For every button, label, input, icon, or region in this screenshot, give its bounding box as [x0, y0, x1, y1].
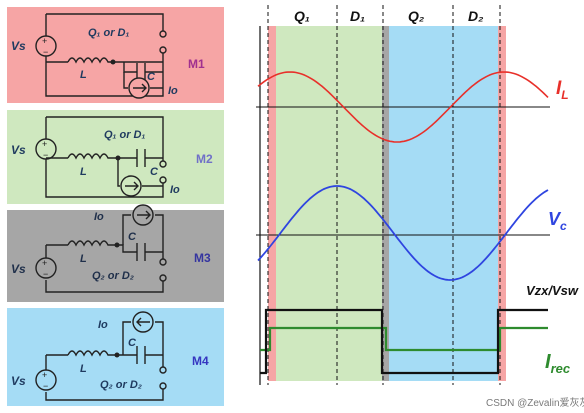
- il-trace: [257, 71, 549, 143]
- waveform-panel: Q₁ D₁ Q₂ D₂ IL Vc Vzx/Vsw Irec: [256, 5, 579, 385]
- io-label: Io: [94, 211, 104, 223]
- vzx-label: Vzx/Vsw: [526, 283, 579, 298]
- io-label: Io: [170, 184, 180, 196]
- svg-text:+: +: [42, 36, 47, 46]
- io-label: Io: [168, 85, 178, 97]
- inductor-label: L: [80, 69, 87, 81]
- svg-text:−: −: [43, 47, 48, 57]
- panel-bg: [7, 210, 224, 302]
- inductor-label: L: [80, 253, 87, 265]
- capacitor-label: C: [128, 231, 137, 243]
- svg-text:+: +: [42, 370, 47, 380]
- vc-label: Vc: [548, 209, 567, 233]
- vzx-trace: [260, 308, 548, 375]
- capacitor-label: C: [147, 71, 156, 83]
- mode-label: M1: [188, 57, 205, 71]
- band-edge-left: [268, 26, 276, 381]
- switch-label: Q₁ or D₁: [104, 129, 145, 141]
- panel-bg: [7, 7, 224, 103]
- watermark: CSDN @Zevalin爱灰灰: [486, 396, 584, 409]
- interval-label-q2: Q₂: [408, 8, 424, 24]
- svg-text:−: −: [43, 381, 48, 391]
- mode-label: M4: [192, 354, 209, 368]
- irec-label: Irec: [545, 351, 571, 376]
- irec-trace: [260, 326, 548, 352]
- vs-label: Vs: [11, 143, 26, 157]
- mode-panel-m4: + − Vs Io L C Q₂ or D₂ M4: [7, 308, 224, 406]
- mode-panel-m1: + − Vs Q₁ or D₁ L C Io M1: [7, 7, 224, 103]
- capacitor-label: C: [150, 166, 159, 178]
- switch-label: Q₂ or D₂: [100, 379, 142, 391]
- inductor-label: L: [80, 363, 87, 375]
- vc-trace: [257, 185, 549, 281]
- io-label: Io: [98, 319, 108, 331]
- mode-label: M3: [194, 251, 211, 265]
- svg-text:+: +: [42, 139, 47, 149]
- switch-label: Q₂ or D₂: [92, 270, 134, 282]
- vs-label: Vs: [11, 262, 26, 276]
- band-q1-d1: [276, 26, 382, 381]
- mode-label: M2: [196, 152, 213, 166]
- capacitor-label: C: [128, 337, 137, 349]
- interval-label-d2: D₂: [468, 8, 483, 24]
- vs-label: Vs: [11, 374, 26, 388]
- band-transition: [382, 26, 389, 381]
- mode-panel-m3: + − Vs Io L C Q₂ or D₂ M3: [7, 204, 224, 302]
- svg-text:−: −: [43, 269, 48, 279]
- interval-label-q1: Q₁: [294, 8, 310, 24]
- band-q2-d2: [389, 26, 498, 381]
- il-label: IL: [556, 78, 569, 102]
- band-edge-right: [498, 26, 506, 381]
- switch-label: Q₁ or D₁: [88, 27, 129, 39]
- svg-text:+: +: [42, 258, 47, 268]
- vs-label: Vs: [11, 39, 26, 53]
- interval-label-d1: D₁: [350, 8, 365, 24]
- mode-panel-m2: + − Vs Q₁ or D₁ L C Io M2: [7, 110, 224, 204]
- inductor-label: L: [80, 166, 87, 178]
- svg-text:−: −: [43, 150, 48, 160]
